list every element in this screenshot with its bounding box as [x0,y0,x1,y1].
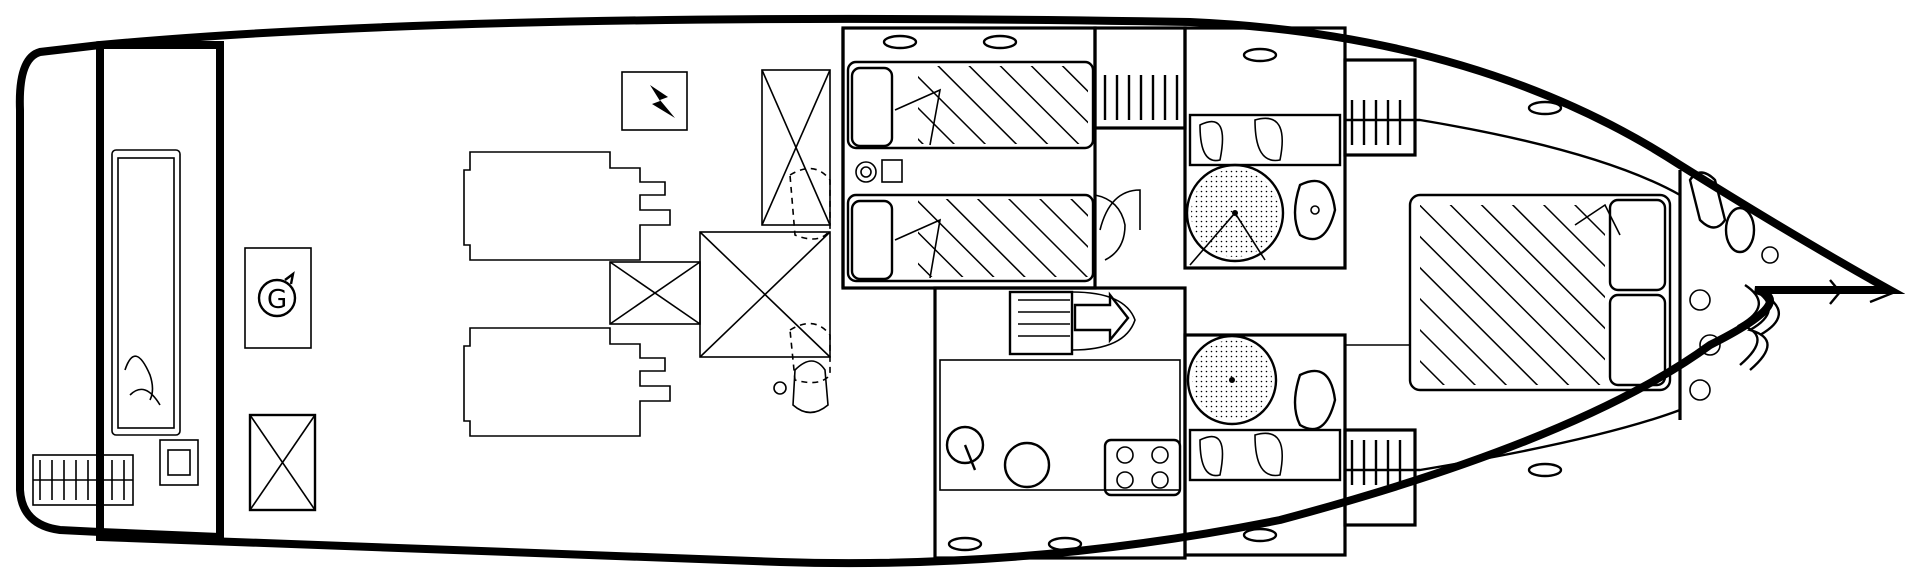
transom-hatch [159,439,199,486]
generator-label: G [267,285,287,315]
hull-outline [15,14,1905,568]
aft-lazarette [111,149,181,436]
engine-hatch-small [609,261,701,325]
lightning-bolt-icon [650,85,675,118]
generator-hatch: G [244,247,312,349]
swim-platform-ladder [32,454,134,506]
saloon-deck [934,189,1141,558]
forward-deck-hatch [761,69,831,226]
electrical-panel [621,71,688,131]
forward-cabin [1345,118,1682,472]
hanging-locker-1 [1093,26,1187,130]
aft-head [1183,26,1347,270]
aft-deck-hatch [248,413,317,512]
galley [933,286,1187,560]
hanging-locker-3 [1343,428,1417,527]
transom-outline [15,41,224,542]
helm-chair [773,322,831,414]
port-engine [463,151,671,261]
hanging-locker-2 [1343,58,1417,157]
bow-fitting [1815,279,1899,305]
engine-hatch-large [699,231,831,358]
aft-cabin [841,26,1126,290]
anchor-windlass [1688,171,1781,401]
starboard-engine [463,327,671,437]
portholes [882,34,1563,552]
helm-seat-dashed [789,167,831,240]
companionway-stairs [1008,290,1136,356]
